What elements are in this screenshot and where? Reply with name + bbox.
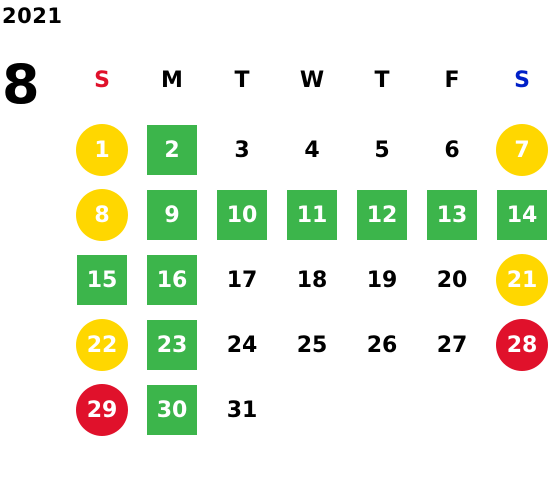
day-8[interactable]: 8 bbox=[76, 189, 128, 241]
day-21[interactable]: 21 bbox=[496, 254, 548, 306]
day-15[interactable]: 15 bbox=[77, 255, 127, 305]
year-label: 2021 bbox=[2, 4, 63, 28]
day-6[interactable]: 6 bbox=[444, 137, 460, 163]
weekday-3: W bbox=[299, 68, 325, 93]
weekday-2: T bbox=[234, 68, 250, 93]
day-10[interactable]: 10 bbox=[217, 190, 267, 240]
day-1[interactable]: 1 bbox=[76, 124, 128, 176]
day-14[interactable]: 14 bbox=[497, 190, 547, 240]
day-22[interactable]: 22 bbox=[76, 319, 128, 371]
weekday-5: F bbox=[444, 68, 460, 93]
day-25[interactable]: 25 bbox=[296, 332, 328, 358]
day-26[interactable]: 26 bbox=[366, 332, 398, 358]
day-18[interactable]: 18 bbox=[296, 267, 328, 293]
day-23[interactable]: 23 bbox=[147, 320, 197, 370]
weekday-4: T bbox=[374, 68, 390, 93]
day-20[interactable]: 20 bbox=[436, 267, 468, 293]
day-19[interactable]: 19 bbox=[366, 267, 398, 293]
day-13[interactable]: 13 bbox=[427, 190, 477, 240]
day-5[interactable]: 5 bbox=[374, 137, 390, 163]
day-30[interactable]: 30 bbox=[147, 385, 197, 435]
weekday-1: M bbox=[161, 68, 183, 93]
day-7[interactable]: 7 bbox=[496, 124, 548, 176]
day-3[interactable]: 3 bbox=[234, 137, 250, 163]
day-17[interactable]: 17 bbox=[226, 267, 258, 293]
day-29[interactable]: 29 bbox=[76, 384, 128, 436]
month-label: 8 bbox=[2, 53, 40, 116]
day-2[interactable]: 2 bbox=[147, 125, 197, 175]
day-27[interactable]: 27 bbox=[436, 332, 468, 358]
weekday-6: S bbox=[514, 68, 530, 93]
day-11[interactable]: 11 bbox=[287, 190, 337, 240]
weekday-0: S bbox=[94, 68, 110, 93]
day-16[interactable]: 16 bbox=[147, 255, 197, 305]
day-12[interactable]: 12 bbox=[357, 190, 407, 240]
day-24[interactable]: 24 bbox=[226, 332, 258, 358]
day-31[interactable]: 31 bbox=[226, 397, 258, 423]
day-4[interactable]: 4 bbox=[304, 137, 320, 163]
day-9[interactable]: 9 bbox=[147, 190, 197, 240]
day-28[interactable]: 28 bbox=[496, 319, 548, 371]
